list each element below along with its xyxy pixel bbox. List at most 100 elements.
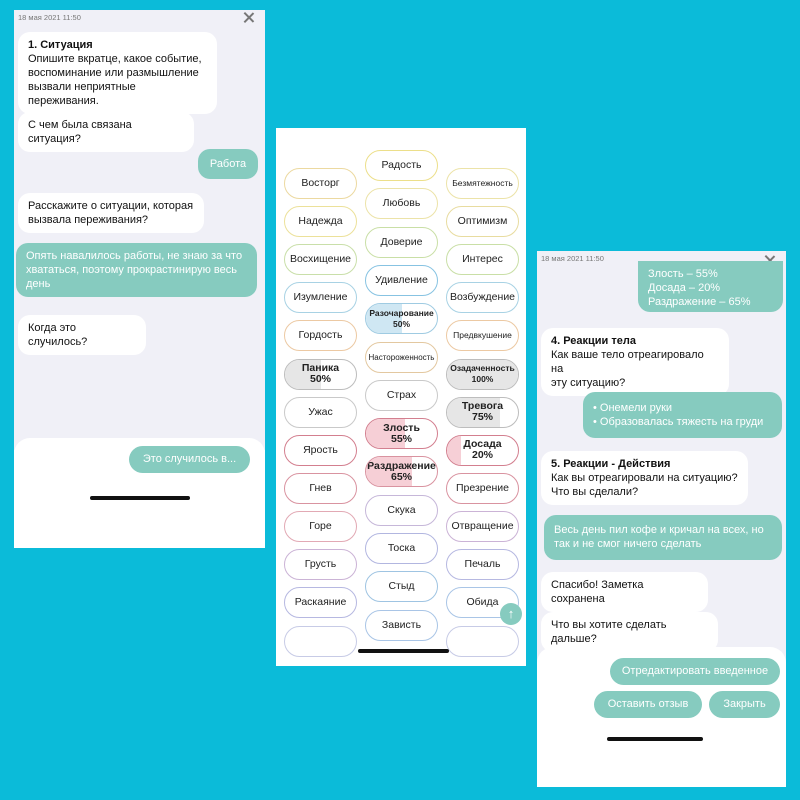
emotion-label: Возбуждение [449,291,516,304]
user-message: Весь день пил кофе и кричал на всех, но … [544,515,782,560]
emotion-label: Обида [466,596,499,609]
emotion-chip[interactable]: Изумление [284,282,357,314]
emotion-chip[interactable]: Стыд [365,571,438,603]
emotion-chip[interactable]: Ужас [284,396,357,428]
intensity-fill [366,304,402,334]
status-bar [276,128,526,136]
intensity-fill [366,419,406,449]
emotion-label: Грусть [304,558,337,570]
close-button[interactable]: Закрыть [709,691,780,718]
emotion-label: Разочарование 50% [369,307,434,329]
emotion-chip[interactable] [284,626,357,657]
emotion-label: Гнев [309,481,332,494]
emotion-chip[interactable]: Злость 55% [365,418,438,450]
emotion-chip[interactable]: Гнев [284,472,357,504]
emotion-chip[interactable]: Восхищение [284,244,357,276]
emotion-chip[interactable]: Раскаяние [284,587,357,619]
emotion-chip[interactable]: Доверие [365,226,438,258]
emotion-chip[interactable]: Раздражение 65% [365,456,438,488]
bot-message-actions: 5. Реакции - Действия Как вы отреагирова… [541,451,748,505]
bot-message: С чем была связана ситуация? [18,112,194,152]
emotion-chip[interactable]: Интерес [446,244,519,276]
emotion-label: Тревога 75% [461,400,504,424]
emotion-chip[interactable]: Возбуждение [446,282,519,314]
emotion-label: Изумление [293,291,348,304]
bot-message: Когда это случилось? [18,315,146,355]
user-message: Работа [198,149,258,179]
message-text: Как ваше тело отреагировало на эту ситуа… [551,349,704,389]
message-title: 1. Ситуация [28,39,93,51]
emotion-label: Восторг [301,177,340,189]
emotion-chip[interactable]: Ярость [284,434,357,466]
home-indicator [90,496,190,500]
emotion-chip[interactable]: Тревога 75% [446,396,519,428]
emotion-chip[interactable]: Настороженность [365,341,438,373]
message-text: Опишите вкратце, какое событие, воспомин… [28,53,202,107]
emotion-label: Ужас [308,405,333,418]
emotion-label: Раскаяние [294,596,347,609]
bot-message-situation: 1. Ситуация Опишите вкратце, какое событ… [18,32,217,114]
message-text: С чем была связана ситуация? [28,119,132,145]
bot-message-body: 4. Реакции тела Как ваше тело отреагиров… [541,328,729,396]
emotion-chip[interactable]: Любовь [365,188,438,220]
emotion-label: Ярость [303,443,338,456]
emotion-label: Презрение [456,481,509,494]
intensity-fill [447,359,518,389]
emotion-chip[interactable]: Печаль [446,549,519,580]
emotion-label: Доверие [380,235,423,248]
emotion-chip[interactable]: Досада 20% [446,434,519,466]
message-text: Расскажите о ситуации, которая вызвала п… [28,200,194,226]
emotion-label: Озадаченность 100% [450,363,515,384]
message-text: Как вы отреагировали на ситуацию? Что вы… [551,472,738,498]
emotion-chip[interactable]: Безмятежность [446,168,519,199]
emotion-chip[interactable]: Зависть [365,609,438,641]
close-icon[interactable] [243,11,255,23]
intensity-fill [447,435,462,465]
arrow-up-icon[interactable]: ↑ [500,603,522,625]
emotion-label: Злость 55% [383,421,420,445]
emotion-chip[interactable]: Отвращение [446,510,519,542]
emotion-chip[interactable]: Разочарование 50% [365,303,438,335]
emotion-chip[interactable]: Надежда [284,206,357,238]
message-title: 4. Реакции тела [551,335,636,347]
emotion-label: Раздражение 65% [367,459,436,483]
emotion-label: Интерес [462,253,503,266]
emotion-label: Гордость [298,329,343,342]
user-message: • Онемели руки • Образовалась тяжесть на… [583,392,782,438]
emotion-label: Удивление [375,273,428,286]
emotion-chip[interactable]: Гордость [284,320,357,352]
emotion-label: Безмятежность [452,178,513,188]
emotion-chip[interactable]: Скука [365,494,438,526]
emotion-chip[interactable]: Тоска [365,533,438,564]
emotion-chip[interactable] [446,626,519,657]
emotion-chip[interactable]: Восторг [284,168,357,199]
answer-button[interactable]: Это случилось в... [129,446,250,473]
emotion-chip[interactable]: Озадаченность 100% [446,358,519,390]
bot-message: Расскажите о ситуации, которая вызвала п… [18,193,204,233]
home-indicator [358,649,449,653]
emotion-label: Оптимизм [457,215,508,228]
emotion-chip[interactable]: Предвкушение [446,320,519,352]
emotion-label: Печаль [464,558,501,570]
home-indicator [607,737,703,741]
message-title: 5. Реакции - Действия [551,458,671,470]
emotion-chip[interactable]: Презрение [446,472,519,504]
emotion-chip[interactable]: Удивление [365,264,438,296]
timestamp: 18 мая 2021 11:50 [18,13,81,22]
emotion-chip[interactable]: Страх [365,379,438,411]
message-text: Что вы хотите сделать дальше? [551,619,667,645]
emotion-label: Отвращение [451,519,514,532]
emotion-chip[interactable]: Паника 50% [284,358,357,390]
emotion-label: Зависть [381,618,422,631]
emotion-chip[interactable]: Оптимизм [446,206,519,238]
leave-feedback-button[interactable]: Оставить отзыв [594,691,702,718]
emotion-chip[interactable]: Горе [284,510,357,542]
emotion-label: Стыд [388,580,415,593]
emotion-label: Настороженность [368,352,435,362]
emotion-chip[interactable]: Грусть [284,549,357,580]
emotion-label: Паника 50% [301,362,340,385]
edit-entry-button[interactable]: Отредактировать введенное [610,658,780,685]
message-text: Работа [209,158,247,170]
emotion-chip[interactable]: Радость [365,150,438,181]
